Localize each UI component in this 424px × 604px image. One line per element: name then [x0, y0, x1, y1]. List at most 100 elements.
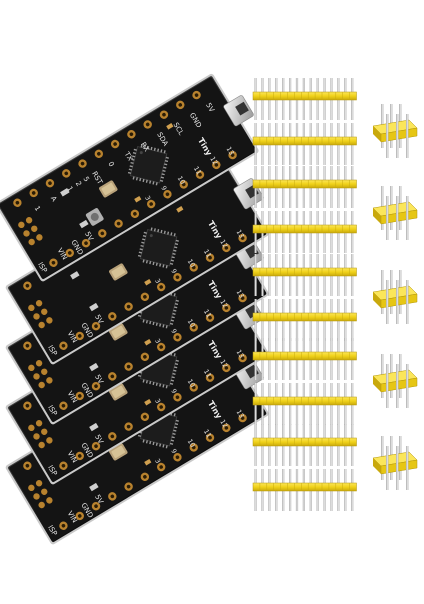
- header-plastic: [252, 351, 357, 361]
- isp-pad: [28, 364, 35, 372]
- header-pin: [386, 446, 389, 490]
- mcu-leg: [145, 179, 148, 183]
- pin-number-label: 3: [153, 277, 162, 285]
- header-plastic: [252, 396, 357, 406]
- pin-label-side: A: [49, 195, 58, 203]
- mcu-dot: [139, 151, 143, 155]
- board-surface: [9, 160, 265, 361]
- mcu-leg: [157, 148, 160, 152]
- isp-pad: [41, 488, 48, 495]
- smd-part: [60, 188, 70, 197]
- mcu-leg: [162, 324, 165, 328]
- mcu-leg: [163, 150, 166, 154]
- pin-number-label: 3: [153, 397, 162, 405]
- header-strip-long: [252, 78, 357, 120]
- header-block-side: [373, 376, 381, 392]
- mcu-leg: [141, 241, 145, 244]
- header-strip-long: [252, 383, 357, 425]
- mcu-leg: [145, 260, 148, 264]
- pin-hole: [214, 163, 219, 167]
- mcu-leg: [174, 306, 178, 309]
- isp-pad: [33, 493, 40, 500]
- mcu-leg: [171, 316, 175, 319]
- pin-hole: [208, 315, 212, 320]
- mcu-leg: [160, 149, 163, 153]
- mcu-leg: [142, 379, 145, 383]
- mcu-leg: [159, 323, 162, 327]
- pin-hole: [94, 384, 98, 388]
- pin-number-label: 13: [235, 408, 246, 419]
- mcu-leg: [143, 231, 147, 234]
- pin-number-label: 10: [186, 318, 197, 329]
- pin-number-label: 9: [169, 447, 178, 455]
- pin-hole: [25, 403, 30, 408]
- isp-pad: [38, 381, 45, 389]
- mcu-leg: [152, 261, 155, 266]
- pin-number-label: 10: [186, 378, 197, 389]
- isp-pad: [35, 420, 43, 427]
- header-pin: [386, 364, 389, 408]
- mcu-leg: [174, 363, 179, 366]
- mcu-leg: [149, 441, 152, 445]
- pin-hole: [191, 385, 196, 390]
- pin-number-label: 13: [225, 145, 236, 156]
- pin-hole: [94, 324, 98, 328]
- mcu-leg: [129, 165, 133, 168]
- pin-hole: [143, 355, 147, 359]
- mcu-leg: [155, 262, 158, 266]
- smd-part: [89, 362, 99, 372]
- mcu-leg: [139, 248, 143, 251]
- crystal-top: [111, 265, 126, 279]
- header-pin: [396, 446, 399, 490]
- pin-label-side: 1: [33, 205, 42, 213]
- mcu-leg: [142, 235, 147, 238]
- pin-number-label: 9: [169, 327, 178, 335]
- pin-number-label: 12: [218, 298, 229, 309]
- mcu-leg: [159, 179, 164, 182]
- smd-part: [89, 302, 99, 312]
- smd-part: [70, 271, 80, 280]
- mcu-leg: [174, 423, 179, 426]
- header-plastic: [252, 136, 357, 146]
- header-block-short: [372, 354, 418, 408]
- mcu-leg: [167, 231, 170, 235]
- pin-hole: [84, 241, 88, 245]
- mcu-leg: [147, 146, 150, 150]
- mcu-leg: [169, 262, 174, 265]
- mcu-leg: [173, 309, 177, 312]
- mcu-leg: [128, 168, 132, 171]
- mcu-leg: [140, 244, 144, 248]
- header-strip-long: [252, 254, 357, 296]
- mcu-leg: [145, 440, 148, 444]
- isp-pad: [28, 238, 35, 246]
- pin-number-label: 9: [169, 387, 178, 395]
- mcu-leg: [152, 381, 155, 386]
- pin-hole: [143, 415, 147, 419]
- isp-pad: [41, 368, 48, 375]
- mcu-leg: [153, 228, 156, 232]
- isp-pad: [38, 321, 45, 329]
- mcu-leg: [157, 229, 160, 233]
- pin-hole: [145, 122, 150, 127]
- mcu-leg: [163, 166, 167, 169]
- header-pin: [396, 364, 399, 408]
- pin-hole: [77, 454, 82, 458]
- header-strip-long: [252, 469, 357, 511]
- header-block-side: [373, 458, 381, 474]
- mcu-leg: [150, 227, 153, 231]
- mcu-leg: [137, 254, 142, 257]
- pin-hole: [100, 231, 105, 236]
- mcu-leg: [159, 383, 162, 387]
- isp-pad: [46, 377, 53, 384]
- pin-hole: [159, 285, 163, 289]
- mcu-leg: [170, 319, 175, 322]
- header-pin: [386, 114, 389, 158]
- mcu-leg: [152, 441, 155, 446]
- pin-hole: [191, 445, 196, 450]
- mcu-leg: [159, 443, 162, 447]
- mcu-leg: [173, 369, 177, 372]
- header-plastic: [252, 437, 357, 447]
- mcu-leg: [169, 322, 174, 325]
